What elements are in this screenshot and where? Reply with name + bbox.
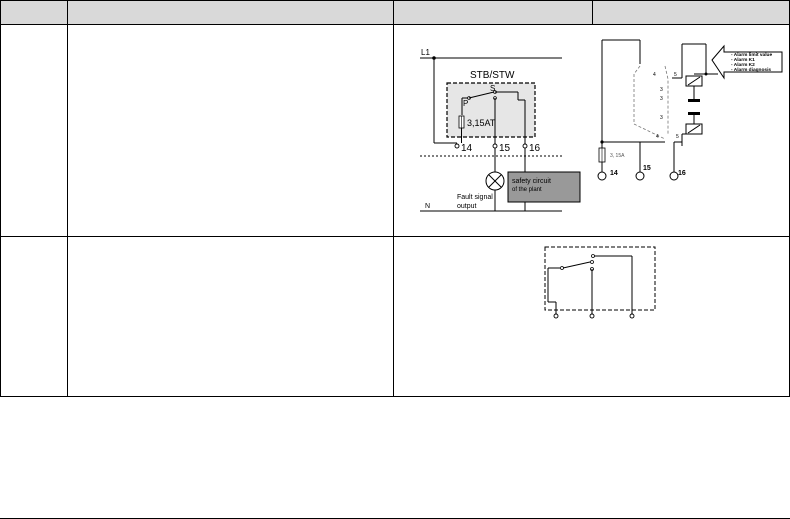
pin-4-top: 4 <box>653 72 656 78</box>
table-border-top <box>0 0 790 1</box>
table-border-bottom <box>0 396 790 397</box>
pin-3-a: 3 <box>660 87 663 93</box>
safety-circuit-label: safety circuit <box>512 178 551 185</box>
pin-4-bottom: 4 <box>656 134 659 140</box>
changeover-contact-diagram <box>544 246 656 319</box>
terminal-14: 14 <box>461 143 473 154</box>
pin-5-bottom: 5 <box>676 134 679 140</box>
alarm-item: - Alarm K2 <box>731 62 755 68</box>
fuse-rating: 3,15AT <box>467 118 496 128</box>
terminal-15: 15 <box>499 143 511 154</box>
fuse-rating-2: 3, 15A <box>610 153 625 159</box>
fault-output-label: output <box>457 203 477 210</box>
terminal-15-b: 15 <box>643 165 651 172</box>
s-label: S <box>490 84 495 93</box>
stb-stw-title: STB/STW <box>470 70 515 81</box>
p-label: P <box>463 99 468 108</box>
alarm-item: - Alarm limit value <box>731 52 772 58</box>
fault-signal-label: Fault signal <box>457 194 493 201</box>
pin-3-c: 3 <box>660 115 663 121</box>
column-divider-2 <box>393 0 394 397</box>
stb-stw-wiring-diagram: L1 STB/STW S P 3,15AT 14 15 16 Fault sig… <box>420 48 581 212</box>
terminal-16-b: 16 <box>678 170 686 177</box>
header-bottom-rule <box>0 24 790 25</box>
table-header-row <box>0 0 790 24</box>
safety-plant-label: of the plant <box>512 187 542 193</box>
n-label: N <box>425 203 430 210</box>
alarm-list: - Alarm limit value - Alarm K1 - Alarm K… <box>731 52 772 73</box>
alarm-item: - Alarm K1 <box>731 57 755 63</box>
pin-3-b: 3 <box>660 96 663 102</box>
l1-label: L1 <box>421 48 430 57</box>
alarm-relay-wiring-diagram: 4 5 3 3 3 4 5 - Alarm limit value - Alar… <box>597 39 783 181</box>
column-divider-1 <box>67 0 68 397</box>
row-divider <box>0 236 790 237</box>
pin-5-top: 5 <box>674 72 677 78</box>
terminal-14-b: 14 <box>610 170 618 177</box>
terminal-16: 16 <box>529 143 541 154</box>
table-border-left <box>0 0 1 397</box>
header-divider-3 <box>592 0 593 24</box>
alarm-item: - Alarm diagnosis <box>731 67 771 73</box>
